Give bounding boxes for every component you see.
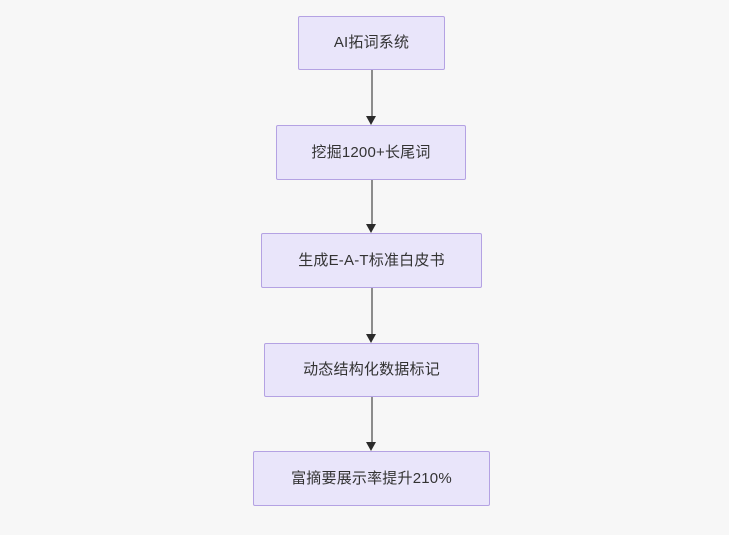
flow-node-label: 生成E-A-T标准白皮书 (298, 251, 445, 269)
flow-node-dynamic-structured-data-markup[interactable]: 动态结构化数据标记 (264, 343, 479, 397)
flow-node-label: AI拓词系统 (333, 34, 410, 51)
edge-line (370, 288, 373, 335)
flow-node-generate-eat-whitepaper[interactable]: 生成E-A-T标准白皮书 (261, 233, 482, 288)
arrow-head-down-icon (366, 442, 376, 451)
flow-node-label: 富摘要展示率提升210% (291, 469, 452, 487)
edge-line (370, 70, 373, 117)
arrow-head-down-icon (366, 334, 376, 343)
flow-node-label: 挖掘1200+长尾词 (311, 143, 431, 161)
arrow-head-down-icon (366, 116, 376, 125)
edge-line (370, 180, 373, 225)
arrow-head-down-icon (366, 224, 376, 233)
flow-node-ai-keyword-system[interactable]: AI拓词系统 (298, 16, 445, 70)
flow-node-label: 动态结构化数据标记 (303, 361, 440, 378)
edge-line (370, 397, 373, 443)
flow-node-rich-snippet-impression-lift[interactable]: 富摘要展示率提升210% (253, 451, 490, 506)
flow-node-mine-longtail-keywords[interactable]: 挖掘1200+长尾词 (276, 125, 466, 180)
